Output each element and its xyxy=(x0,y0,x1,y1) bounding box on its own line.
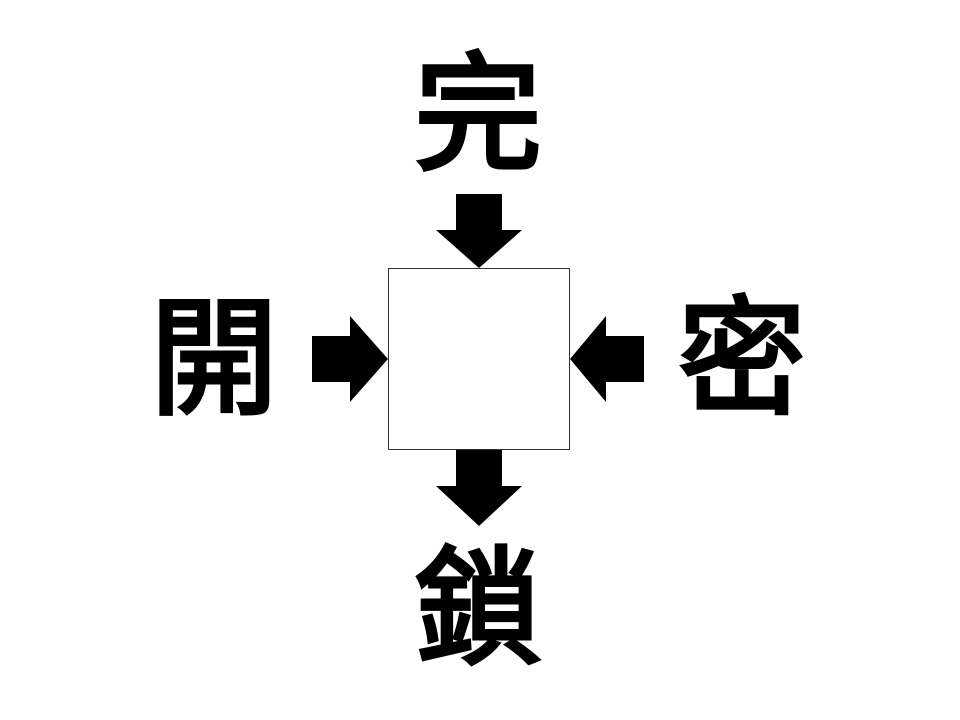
down-arrow-top-icon xyxy=(436,194,522,268)
down-arrow-bottom-icon xyxy=(436,450,522,526)
bottom-kanji: 鎖 xyxy=(413,535,542,684)
right-arrow-left-icon xyxy=(312,316,388,402)
right-kanji: 密 xyxy=(677,285,806,434)
left-arrow-right-icon xyxy=(570,316,644,402)
left-kanji: 開 xyxy=(149,285,278,434)
top-kanji: 完 xyxy=(413,41,542,190)
answer-box[interactable] xyxy=(388,268,570,450)
